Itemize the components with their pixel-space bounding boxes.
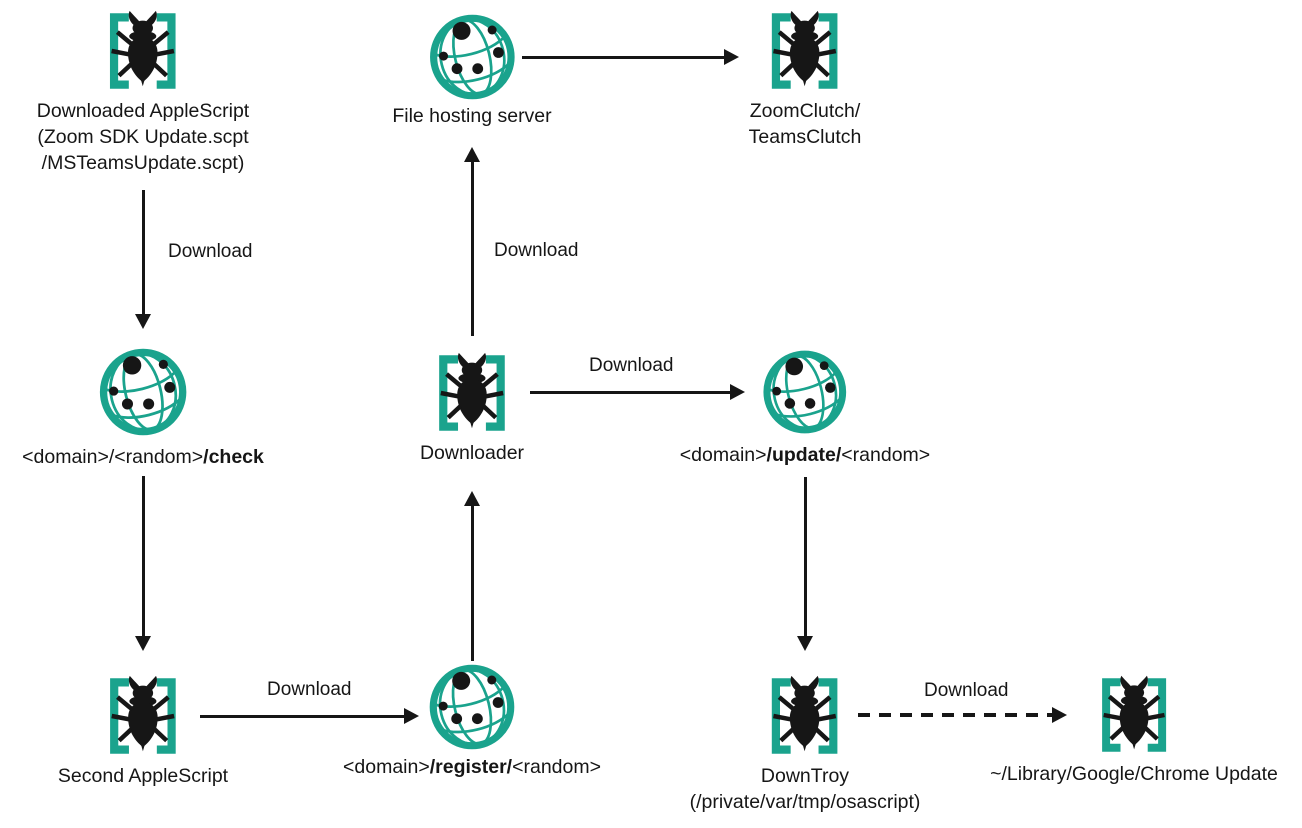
endpoint-path: <random> bbox=[512, 756, 602, 778]
endpoint-path: <domain> bbox=[342, 756, 430, 778]
endpoint-path-bold: /update/ bbox=[766, 444, 842, 466]
node-downloaded-applescript: Downloaded AppleScript (Zoom SDK Update.… bbox=[37, 10, 249, 176]
node-check-endpoint: <domain>/<random>/check bbox=[22, 346, 264, 470]
malware-bug-icon bbox=[764, 675, 846, 757]
label-line: Downloaded AppleScript bbox=[36, 100, 250, 122]
endpoint-path-bold: /register/ bbox=[429, 756, 513, 778]
node-zoomclutch-teamsclutch: ZoomClutch/ TeamsClutch bbox=[749, 10, 862, 150]
node-file-hosting-server: File hosting server bbox=[392, 12, 552, 129]
label-line: <domain>/<random>/check bbox=[22, 444, 264, 470]
label-line: ~/Library/Google/Chrome Update bbox=[990, 763, 1278, 785]
node-register-endpoint: <domain>/register/<random> bbox=[343, 662, 601, 780]
node-second-applescript: Second AppleScript bbox=[58, 675, 228, 789]
label-line: ZoomClutch/ bbox=[749, 100, 861, 122]
edge-label-download: Download bbox=[924, 680, 1009, 701]
malware-bug-icon bbox=[764, 10, 846, 92]
arrow-downtroy-to-chrome-update-dashed bbox=[858, 713, 1060, 717]
arrow-filehosting-to-zoomclutch bbox=[522, 55, 732, 59]
label-line: Downloader bbox=[419, 442, 525, 464]
node-chrome-update: ~/Library/Google/Chrome Update bbox=[990, 675, 1278, 787]
node-label: Downloaded AppleScript (Zoom SDK Update.… bbox=[37, 98, 249, 176]
label-line: TeamsClutch bbox=[748, 126, 862, 148]
node-label: Downloader bbox=[420, 440, 524, 466]
malware-bug-icon bbox=[431, 352, 513, 434]
label-line: <domain>/update/<random> bbox=[680, 442, 930, 468]
edge-label-download: Download bbox=[589, 355, 674, 376]
label-line: /MSTeamsUpdate.scpt) bbox=[41, 152, 245, 174]
malware-bug-icon bbox=[102, 675, 184, 757]
label-line: File hosting server bbox=[392, 105, 552, 127]
edge-label-download: Download bbox=[267, 679, 352, 700]
malware-bug-icon bbox=[1094, 675, 1174, 755]
node-label: <domain>/<random>/check bbox=[22, 444, 264, 470]
node-label: <domain>/update/<random> bbox=[680, 442, 930, 468]
arrow-downloader-to-update bbox=[530, 390, 738, 394]
label-line: <domain>/register/<random> bbox=[343, 754, 601, 780]
edge-label-download: Download bbox=[168, 241, 253, 262]
arrow-update-to-downtroy bbox=[803, 477, 807, 644]
edge-label-download: Download bbox=[494, 240, 579, 261]
arrow-applescript-to-check bbox=[141, 190, 145, 322]
node-label: ZoomClutch/ TeamsClutch bbox=[749, 98, 862, 150]
endpoint-path: <domain> bbox=[679, 444, 767, 466]
node-label: ~/Library/Google/Chrome Update bbox=[990, 761, 1278, 787]
arrow-second-applescript-to-register bbox=[200, 714, 412, 718]
endpoint-path-bold: /check bbox=[203, 446, 264, 468]
label-line: Second AppleScript bbox=[57, 765, 229, 787]
malware-bug-icon bbox=[102, 10, 184, 92]
node-update-endpoint: <domain>/update/<random> bbox=[680, 348, 930, 468]
node-downloader: Downloader bbox=[420, 352, 524, 466]
network-globe-icon bbox=[97, 346, 189, 438]
network-globe-icon bbox=[761, 348, 849, 436]
label-line: (Zoom SDK Update.scpt bbox=[37, 126, 249, 148]
network-globe-icon bbox=[427, 662, 517, 752]
network-globe-icon bbox=[427, 12, 517, 102]
arrow-downloader-to-filehosting bbox=[470, 154, 474, 336]
node-label: DownTroy (/private/var/tmp/osascript) bbox=[690, 763, 921, 815]
node-label: File hosting server bbox=[392, 103, 551, 129]
endpoint-path: <domain>/<random> bbox=[22, 446, 204, 468]
node-label: Second AppleScript bbox=[58, 763, 228, 789]
node-label: <domain>/register/<random> bbox=[343, 754, 601, 780]
label-line: (/private/var/tmp/osascript) bbox=[689, 791, 921, 813]
arrow-register-to-downloader bbox=[470, 498, 474, 661]
label-line: DownTroy bbox=[760, 765, 850, 787]
arrow-check-to-second-applescript bbox=[141, 476, 145, 644]
endpoint-path: <random> bbox=[841, 444, 931, 466]
node-downtroy: DownTroy (/private/var/tmp/osascript) bbox=[690, 675, 921, 815]
